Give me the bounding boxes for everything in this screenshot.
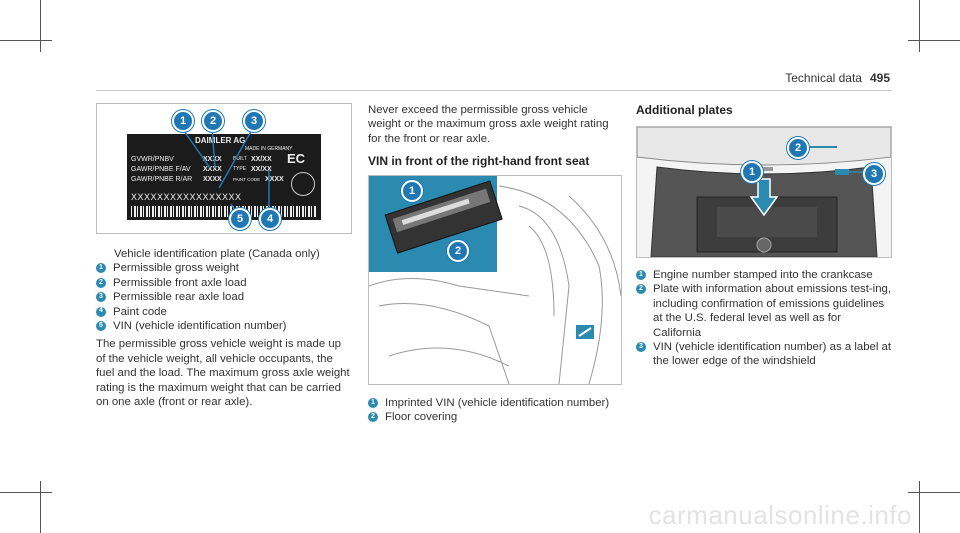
plate-paint-value: XXXX: [265, 176, 284, 183]
crop-mark: [919, 0, 920, 52]
legend-item: 2 Floor covering: [368, 410, 628, 424]
plate-row3-value: XXXX: [203, 176, 222, 183]
plate-brand: DAIMLER AG: [195, 136, 246, 145]
plate-made-in: MADE IN GERMANY: [245, 146, 293, 152]
legend-text: Floor covering: [385, 411, 458, 424]
legend-text: Engine number stamped into the crankcase: [653, 269, 873, 281]
callout-1: 1: [172, 110, 194, 132]
legend-number: 2: [636, 284, 646, 295]
plate-row2-value: XXXX: [203, 166, 222, 173]
legend-item: 2 Plate with information about emissions …: [636, 282, 892, 340]
barcode: [131, 206, 317, 217]
crop-mark: [908, 40, 960, 41]
legend-text: Permissible front axle load: [113, 276, 247, 289]
crop-mark: [40, 0, 41, 52]
left-legend: 1 Permissible gross weight 2 Permissible fr…: [96, 261, 352, 333]
middle-legend: 1 Imprinted VIN (vehicle identification n…: [368, 396, 628, 425]
left-column-text: Vehicle identification plate (Canada onl…: [96, 247, 352, 409]
legend-number: 3: [636, 342, 646, 353]
crop-mark: [0, 40, 52, 41]
plate-built-value: XX/XX: [251, 156, 272, 163]
running-header: Technical data 495: [785, 71, 890, 85]
legend-number: 1: [636, 270, 646, 280]
callout-4: 4: [259, 208, 281, 230]
legend-text: Plate with information about emissions t…: [653, 283, 892, 339]
legend-text: Imprinted VIN (vehicle identification nu…: [385, 397, 610, 409]
seat-vin-figure: 1 2: [368, 175, 622, 385]
legend-number: 1: [96, 263, 106, 274]
vin-plate-figure: DAIMLER AG MADE IN GERMANY GVWR/PNBV XXX…: [96, 103, 352, 234]
identification-plate: DAIMLER AG MADE IN GERMANY GVWR/PNBV XXX…: [127, 134, 321, 220]
section-title: Technical data: [785, 71, 862, 85]
plate-vin: XXXXXXXXXXXXXXXXX: [131, 192, 242, 202]
engine-bay-illustration: [637, 127, 891, 257]
callout-lines: [181, 127, 270, 217]
section-heading-additional-plates: Additional plates: [636, 103, 733, 117]
legend-text: Paint code: [113, 305, 167, 318]
callout-5: 5: [229, 208, 251, 230]
legend-number: 3: [96, 292, 106, 303]
legend-item: 5 VIN (vehicle identification number): [96, 319, 352, 333]
callout-2: 2: [787, 137, 809, 159]
legend-item: 2 Permissible front axle load: [96, 276, 352, 290]
middle-column-intro: Never exceed the permissible gross vehic…: [368, 103, 620, 169]
legend-text: VIN (vehicle identification number) as a…: [653, 341, 892, 368]
legend-text: Permissible rear axle load: [113, 291, 245, 304]
legend-text: VIN (vehicle identification number): [113, 320, 287, 333]
callout-1: 1: [401, 180, 423, 202]
callout-2: 2: [447, 240, 469, 262]
legend-number: 2: [96, 277, 106, 288]
plate-paint-label: PAINT CODE: [233, 177, 261, 182]
canada-seal-icon: [291, 172, 315, 196]
plate-row3-label: GAWR/PNBE R/AR: [131, 176, 193, 183]
page-number: 495: [869, 71, 890, 85]
legend-item: 3 Permissible rear axle load: [96, 290, 352, 304]
warning-paragraph: Never exceed the permissible gross vehic…: [368, 104, 609, 145]
weight-paragraph: The permissible gross vehicle weight is …: [96, 338, 350, 409]
legend-item: 1 Engine number stamped into the crankcas…: [636, 268, 892, 282]
crop-mark: [40, 481, 41, 533]
legend-number: 2: [368, 412, 378, 423]
legend-number: 4: [96, 306, 106, 317]
car-interior-illustration: [369, 176, 621, 384]
crop-mark: [919, 481, 920, 533]
plate-type-value: XX/XX: [251, 166, 272, 173]
header-rule: [96, 90, 892, 91]
plate-row2-label: GAWR/PNBE F/AV: [131, 166, 191, 173]
plate-row1-value: XXXX: [203, 156, 222, 163]
legend-item: 1 Imprinted VIN (vehicle identification n…: [368, 396, 628, 410]
callout-3: 3: [863, 163, 885, 185]
right-legend: 1 Engine number stamped into the crankcas…: [636, 268, 892, 369]
callout-3: 3: [243, 110, 265, 132]
legend-number: 1: [368, 398, 378, 408]
crop-mark: [908, 492, 960, 493]
watermark: carmanualsonline.info: [648, 500, 912, 530]
plate-row1-label: GVWR/PNBV: [131, 156, 174, 163]
plate-type-label: TYPE: [233, 166, 247, 172]
crop-mark: [0, 492, 52, 493]
figure-caption: Vehicle identification plate (Canada onl…: [114, 248, 320, 260]
legend-item: 1 Permissible gross weight: [96, 261, 352, 275]
callout-2: 2: [202, 110, 224, 132]
ec-mark: EC: [287, 151, 306, 166]
plate-built-label: BUILT: [233, 156, 247, 162]
right-column-heading: Additional plates: [636, 103, 892, 117]
legend-text: Permissible gross weight: [113, 262, 239, 275]
section-heading-vin-seat: VIN in front of the right-hand front sea…: [368, 154, 590, 169]
legend-item: 4 Paint code: [96, 305, 352, 319]
legend-item: 3 VIN (vehicle identification number) as …: [636, 340, 892, 369]
engine-bay-figure: 2 1 3: [636, 126, 892, 258]
legend-number: 5: [96, 321, 106, 332]
callout-1: 1: [741, 161, 763, 183]
